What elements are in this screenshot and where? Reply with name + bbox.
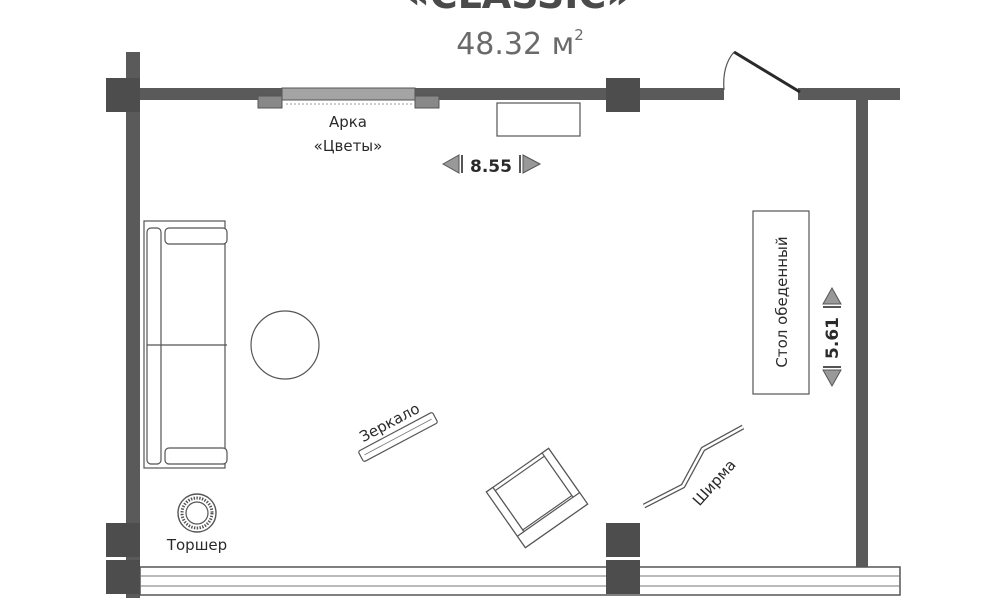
column-bottom-middle-1	[606, 523, 640, 557]
column-bottom-left-1	[106, 523, 140, 557]
sofa	[143, 220, 228, 469]
depth-tick-bottom	[823, 366, 841, 368]
floor-lamp-ring	[180, 496, 214, 530]
folding-screen	[642, 424, 745, 509]
area-unit-sup: 2	[574, 26, 584, 44]
floor-lamp-label: Торшер	[166, 536, 227, 554]
plan-title: «CLASSIC»	[405, 0, 631, 17]
door	[723, 50, 801, 94]
depth-tick-top	[823, 306, 841, 308]
wall-left	[126, 52, 140, 598]
column-bottom-left-2	[106, 560, 140, 594]
wall-right	[856, 96, 868, 568]
depth-arrow-bottom	[822, 369, 842, 388]
sofa-armrest-top	[164, 227, 228, 245]
mirror	[358, 412, 438, 462]
door-swing-arc	[723, 51, 735, 91]
dining-table-label: Стол обеденный	[773, 236, 791, 367]
arch-label: Арка	[329, 113, 367, 131]
round-coffee-table	[250, 310, 320, 380]
arch-name-label: «Цветы»	[314, 137, 383, 155]
width-dimension-label: 8.55	[470, 157, 512, 177]
width-dimension: 8.55	[441, 154, 542, 177]
dining-table	[752, 210, 810, 395]
sofa-armrest-bottom	[164, 447, 228, 465]
area-text: 48.32 м2	[456, 26, 584, 62]
width-arrow-left	[441, 154, 460, 174]
column-top-middle	[606, 78, 640, 112]
depth-dimension-label: 5.61	[823, 317, 843, 359]
wall-top-right	[798, 88, 900, 100]
armchair-arm-right	[541, 447, 581, 499]
depth-arrow-top	[822, 286, 842, 305]
floor-lamp	[177, 493, 217, 533]
width-tick-left	[461, 155, 463, 173]
door-leaf	[733, 50, 801, 94]
armchair	[485, 447, 589, 549]
window-wall-bottom	[139, 566, 901, 596]
folding-screen-inner	[643, 425, 744, 508]
armchair-arm-left	[485, 486, 525, 538]
area-value: 48.32 м	[456, 27, 574, 62]
sofa-back	[146, 227, 162, 465]
column-bottom-middle-2	[606, 560, 640, 594]
column-top-left	[106, 78, 140, 112]
wall-cabinet	[496, 102, 581, 137]
columns	[106, 78, 640, 594]
width-tick-right	[519, 155, 521, 173]
arch-jamb-left	[257, 95, 283, 109]
arch-jamb-right	[414, 95, 440, 109]
depth-dimension: 5.61	[822, 286, 843, 388]
mirror-inner-line	[364, 418, 432, 456]
arch-header	[281, 87, 416, 101]
armchair-back	[516, 491, 589, 549]
arch-opening	[257, 87, 440, 109]
width-arrow-right	[522, 154, 542, 174]
floor-lamp-inner	[185, 501, 209, 525]
